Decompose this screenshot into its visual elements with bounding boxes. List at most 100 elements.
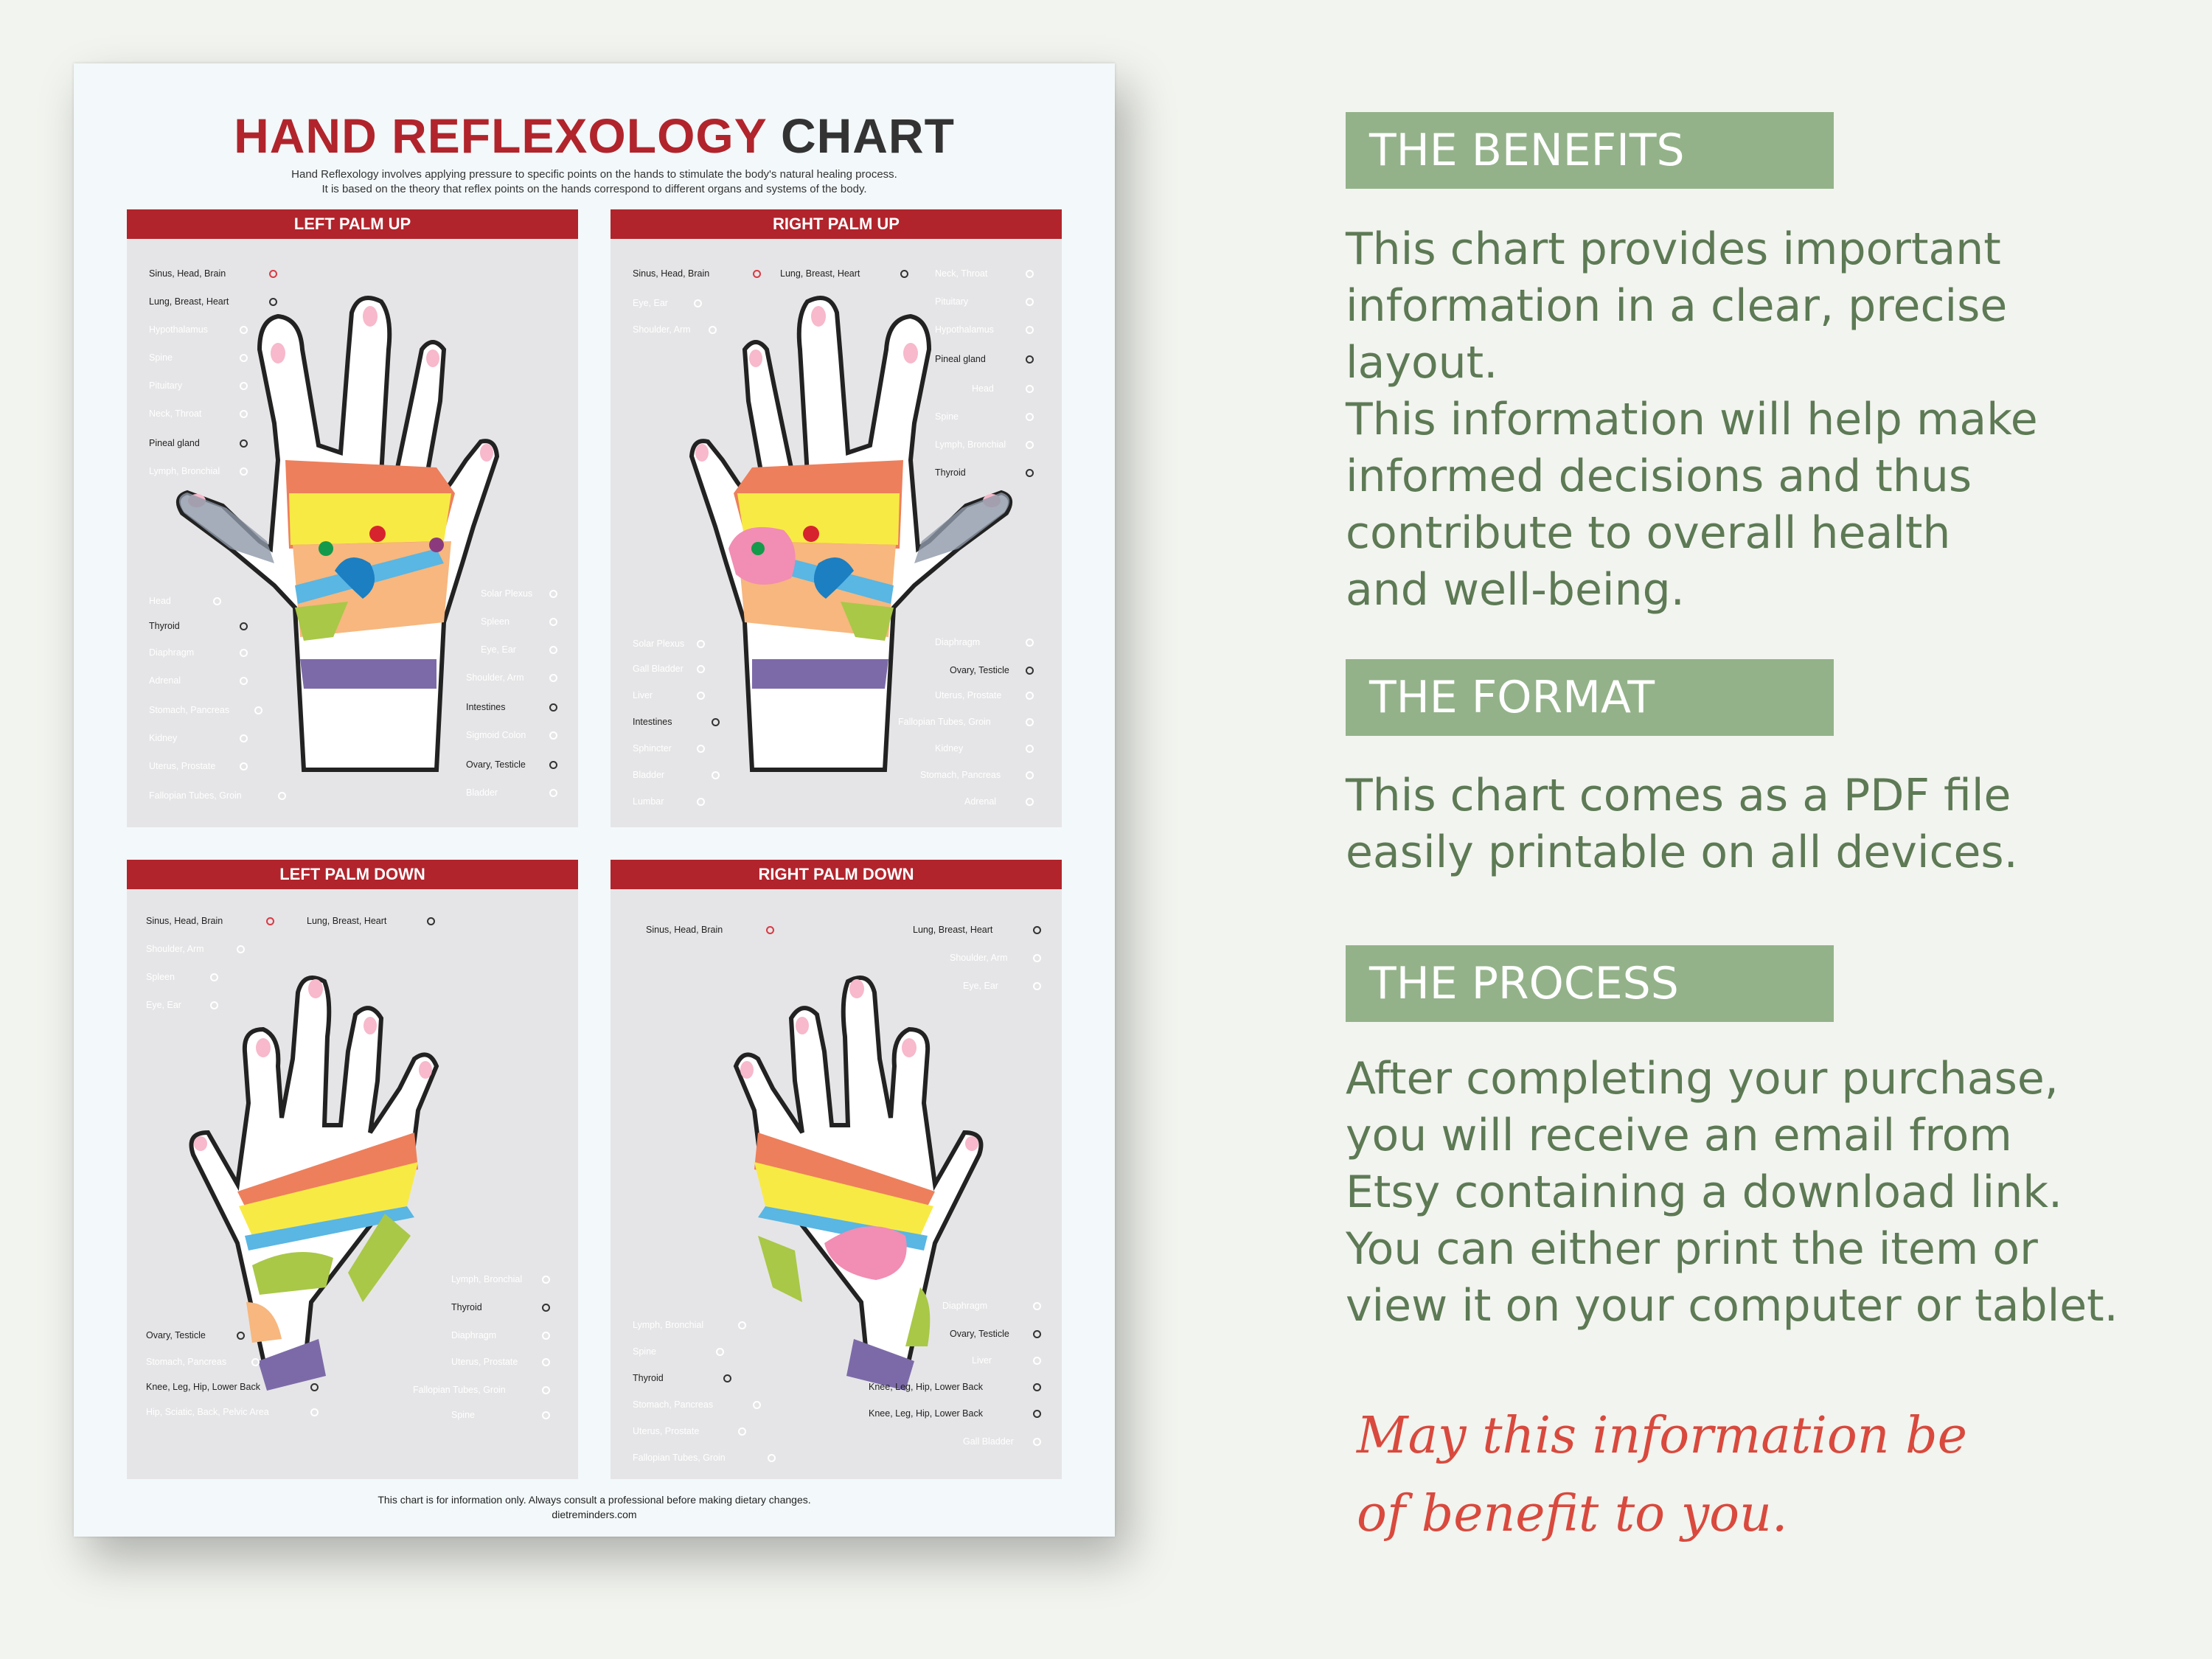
label-spine: Spine bbox=[143, 351, 252, 365]
process-heading: THE PROCESS bbox=[1346, 945, 1834, 1022]
label-spine: Spine bbox=[929, 410, 1038, 424]
label-dot-icon bbox=[542, 1332, 550, 1340]
label-dot-icon bbox=[738, 1321, 746, 1329]
label-dot-icon bbox=[1026, 718, 1034, 726]
process-line: view it on your computer or tablet. bbox=[1346, 1280, 2118, 1332]
label-dot-icon bbox=[240, 734, 248, 742]
label-dot-icon bbox=[1026, 298, 1034, 306]
label-intestines: Intestines bbox=[627, 715, 724, 729]
label-adrenal: Adrenal bbox=[143, 674, 252, 688]
label-diaphragm: Diaphragm bbox=[143, 646, 252, 660]
label-dot-icon bbox=[210, 973, 218, 981]
label-dot-icon bbox=[240, 382, 248, 390]
label-dot-icon bbox=[1033, 1302, 1041, 1310]
label-dot-icon bbox=[549, 674, 557, 682]
label-sinus-head-brain: Sinus, Head, Brain bbox=[143, 267, 282, 281]
label-shoulder-arm: Shoulder, Arm bbox=[140, 942, 249, 956]
poster-title-dark: CHART bbox=[780, 108, 955, 163]
label-diaphragm: Diaphragm bbox=[445, 1329, 554, 1343]
poster-title-red: HAND REFLEXOLOGY bbox=[234, 108, 767, 163]
label-pineal-gland: Pineal gland bbox=[143, 437, 252, 451]
label-dot-icon bbox=[1026, 270, 1034, 278]
label-thyroid: Thyroid bbox=[445, 1301, 554, 1315]
label-spleen: Spleen bbox=[475, 615, 562, 629]
label-shoulder-arm: Shoulder, Arm bbox=[944, 951, 1046, 965]
label-dot-icon bbox=[1026, 355, 1034, 364]
panel-left-palm-up: LEFT PALM UP Sinus, Head, Brain Lung, Br… bbox=[127, 209, 578, 827]
label-hypothalamus: Hypothalamus bbox=[929, 323, 1038, 337]
label-dot-icon bbox=[697, 798, 705, 806]
poster-disclaimer: This chart is for information only. Alwa… bbox=[378, 1494, 811, 1506]
label-dot-icon bbox=[310, 1383, 319, 1391]
label-dot-icon bbox=[549, 618, 557, 626]
label-dot-icon bbox=[542, 1358, 550, 1366]
label-fallopian-tubes-groin: Fallopian Tubes, Groin bbox=[143, 789, 291, 803]
label-gall-bladder: Gall Bladder bbox=[627, 662, 709, 676]
label-dot-icon bbox=[542, 1276, 550, 1284]
label-stomach-pancreas: Stomach, Pancreas bbox=[143, 703, 267, 717]
label-knee-leg-hip-lower-back-2: Knee, Leg, Hip, Lower Back bbox=[863, 1407, 1046, 1421]
benefits-line: layout. bbox=[1346, 337, 1498, 389]
label-dot-icon bbox=[251, 1358, 260, 1366]
poster-website: dietreminders.com bbox=[552, 1509, 637, 1520]
label-ovary-testicle: Ovary, Testicle bbox=[944, 1327, 1046, 1341]
label-dot-icon bbox=[269, 298, 277, 306]
label-dot-icon bbox=[266, 917, 274, 925]
label-sphincter: Sphincter bbox=[627, 742, 709, 756]
benefits-line: and well-being. bbox=[1346, 564, 1685, 616]
panel-left-palm-down: LEFT PALM DOWN Sinus, Head, Brain Lung, … bbox=[127, 860, 578, 1479]
label-uterus-prostate: Uterus, Prostate bbox=[929, 689, 1038, 703]
reflexology-poster: HAND REFLEXOLOGY CHART Hand Reflexology … bbox=[74, 63, 1115, 1537]
label-dot-icon bbox=[1033, 982, 1041, 990]
label-kidney: Kidney bbox=[143, 731, 252, 745]
label-liver: Liver bbox=[966, 1354, 1046, 1368]
process-line: Etsy containing a download link. bbox=[1346, 1166, 2063, 1218]
label-dot-icon bbox=[1033, 1357, 1041, 1365]
label-lumbar: Lumbar bbox=[627, 795, 709, 809]
label-dot-icon bbox=[753, 1401, 761, 1409]
label-dot-icon bbox=[240, 649, 248, 657]
process-line: After completing your purchase, bbox=[1346, 1053, 2059, 1105]
label-knee-leg-hip-lower-back: Knee, Leg, Hip, Lower Back bbox=[863, 1380, 1046, 1394]
label-dot-icon bbox=[1033, 1410, 1041, 1418]
blessing-text: May this information be of benefit to yo… bbox=[1357, 1397, 2168, 1554]
label-dot-icon bbox=[768, 1454, 776, 1462]
label-uterus-prostate: Uterus, Prostate bbox=[627, 1425, 751, 1439]
label-lung-breast-heart: Lung, Breast, Heart bbox=[907, 923, 1046, 937]
label-dot-icon bbox=[697, 692, 705, 700]
label-dot-icon bbox=[1026, 798, 1034, 806]
label-eye-ear: Eye, Ear bbox=[627, 296, 706, 310]
benefits-line: contribute to overall health bbox=[1346, 507, 1951, 559]
label-dot-icon bbox=[1033, 1330, 1041, 1338]
label-dot-icon bbox=[237, 945, 245, 953]
label-fallopian-tubes-groin: Fallopian Tubes, Groin bbox=[892, 715, 1038, 729]
label-dot-icon bbox=[1026, 667, 1034, 675]
label-dot-icon bbox=[1026, 326, 1034, 334]
label-dot-icon bbox=[1033, 926, 1041, 934]
label-dot-icon bbox=[542, 1304, 550, 1312]
label-dot-icon bbox=[1026, 413, 1034, 421]
right-palm-down-hand-illustration bbox=[733, 975, 984, 1391]
label-dot-icon bbox=[213, 597, 221, 605]
label-dot-icon bbox=[542, 1386, 550, 1394]
label-knee-leg-hip-lower-back: Knee, Leg, Hip, Lower Back bbox=[140, 1380, 323, 1394]
process-line: you will receive an email from bbox=[1346, 1110, 2012, 1161]
label-dot-icon bbox=[269, 270, 277, 278]
label-dot-icon bbox=[723, 1374, 731, 1382]
label-sinus-head-brain: Sinus, Head, Brain bbox=[140, 914, 279, 928]
label-dot-icon bbox=[1026, 441, 1034, 449]
label-dot-icon bbox=[766, 926, 774, 934]
label-diaphragm: Diaphragm bbox=[936, 1299, 1046, 1313]
panel-right-palm-down: RIGHT PALM DOWN Sinus, Head, Brain Lung,… bbox=[611, 860, 1062, 1479]
label-dot-icon bbox=[240, 677, 248, 685]
label-dot-icon bbox=[1026, 639, 1034, 647]
label-neck-throat: Neck, Throat bbox=[929, 267, 1038, 281]
benefits-line: information in a clear, precise bbox=[1346, 280, 2008, 332]
label-fallopian-tubes-groin: Fallopian Tubes, Groin bbox=[627, 1451, 780, 1465]
label-uterus-prostate: Uterus, Prostate bbox=[143, 759, 252, 773]
label-spine: Spine bbox=[627, 1345, 728, 1359]
label-ovary-testicle: Ovary, Testicle bbox=[140, 1329, 249, 1343]
label-dot-icon bbox=[697, 745, 705, 753]
label-dot-icon bbox=[240, 762, 248, 771]
label-sinus-head-brain: Sinus, Head, Brain bbox=[627, 267, 765, 281]
